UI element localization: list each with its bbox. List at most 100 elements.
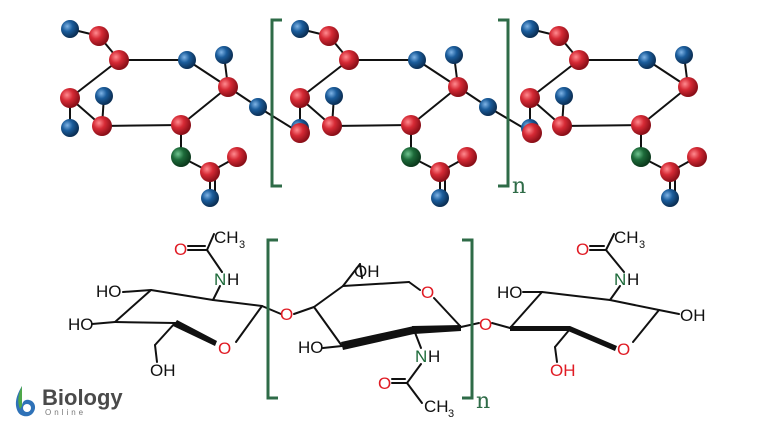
bond-lines <box>69 28 698 198</box>
carbon-atom <box>227 147 247 167</box>
bond <box>410 86 459 126</box>
carbon-atom <box>678 77 698 97</box>
oxygen-atom <box>61 119 79 137</box>
label-n-left: N <box>214 270 226 289</box>
oxygen-atom <box>521 20 539 38</box>
oxygen-atom <box>661 189 679 207</box>
label-n-middle: N <box>415 347 427 366</box>
repeat-bracket-right-bottom <box>462 238 474 400</box>
label-oh-right-bottom: OH <box>550 361 576 380</box>
carbon-atom <box>92 116 112 136</box>
oxygen-atom <box>178 51 196 69</box>
skeletal-formula <box>91 233 680 404</box>
carbon-atom <box>552 116 572 136</box>
nitrogen-atom <box>401 147 421 167</box>
carbon-atom <box>569 50 589 70</box>
oxygen-atom <box>249 98 267 116</box>
bond <box>180 86 229 126</box>
label-o-carbonyl-middle: O <box>378 374 391 393</box>
label-ch3-right: CH <box>614 228 639 247</box>
label-oh-right: OH <box>680 306 706 325</box>
label-ch3-sub-middle: 3 <box>448 408 454 420</box>
carbon-atom <box>520 88 540 108</box>
oxygen-atom <box>408 51 426 69</box>
logo-leaf-icon <box>15 386 36 417</box>
bond <box>561 124 642 127</box>
label-ho-left-bottom: HO <box>68 315 94 334</box>
oxygen-atom <box>479 98 497 116</box>
carbon-atom <box>522 123 542 143</box>
oxygen-atom <box>325 87 343 105</box>
oxygen-atom <box>638 51 656 69</box>
logo-wordmark: Biology <box>42 385 123 410</box>
bond <box>331 124 412 127</box>
carbon-atom <box>401 115 421 135</box>
label-oh-middle-top: OH <box>354 262 380 281</box>
label-o-ring-middle: O <box>421 283 434 302</box>
middle-glucosamine-ring <box>293 263 480 404</box>
carbon-atom <box>290 123 310 143</box>
carbon-atom <box>549 26 569 46</box>
label-o-ring-right: O <box>617 340 630 359</box>
carbon-atom <box>60 88 80 108</box>
nitrogen-atom <box>171 147 191 167</box>
label-h-middle: H <box>428 347 440 366</box>
bond <box>69 59 120 99</box>
carbon-atom <box>631 115 651 135</box>
nitrogen-atom <box>631 147 651 167</box>
label-ch3-sub-left: 3 <box>239 239 245 251</box>
carbon-atom <box>200 162 220 182</box>
repeat-count-top: n <box>512 174 526 199</box>
atoms <box>60 20 707 207</box>
bond <box>640 86 689 126</box>
repeat-count-bottom: n <box>476 389 490 414</box>
label-o-glycosidic-right: O <box>479 315 492 334</box>
label-ho-middle: HO <box>298 338 324 357</box>
right-glucosamine-ring <box>491 233 680 363</box>
carbon-atom <box>339 50 359 70</box>
repeat-bracket-right-top <box>498 18 510 188</box>
oxygen-atom <box>95 87 113 105</box>
label-h-left: H <box>227 270 239 289</box>
label-o-carbonyl-right: O <box>576 240 589 259</box>
bond <box>529 59 580 99</box>
label-ho-left-top: HO <box>96 282 122 301</box>
label-o-ring-left: O <box>218 339 231 358</box>
label-o-carbonyl-left: O <box>174 240 187 259</box>
label-oh-left-bottom: OH <box>150 361 176 380</box>
label-n-right: N <box>614 270 626 289</box>
carbon-atom <box>457 147 477 167</box>
carbon-atom <box>319 26 339 46</box>
label-ch3-left: CH <box>214 228 239 247</box>
oxygen-atom <box>291 20 309 38</box>
carbon-atom <box>448 77 468 97</box>
bond <box>101 124 182 127</box>
oxygen-atom <box>215 46 233 64</box>
biology-online-logo: Biology Online <box>10 384 130 424</box>
bond <box>299 59 350 99</box>
label-ch3-sub-right: 3 <box>639 239 645 251</box>
skeletal-labels: CH 3 O N H HO HO OH O O OH O HO N H O CH… <box>68 228 706 420</box>
logo-subtext: Online <box>45 408 87 417</box>
carbon-atom <box>290 88 310 108</box>
repeat-bracket-left-top <box>270 18 282 188</box>
carbon-atom <box>687 147 707 167</box>
carbon-atom <box>218 77 238 97</box>
oxygen-atom <box>445 46 463 64</box>
oxygen-atom <box>675 46 693 64</box>
oxygen-atom <box>431 189 449 207</box>
label-ho-right: HO <box>497 283 523 302</box>
label-ch3-middle: CH <box>424 397 449 416</box>
oxygen-atom <box>555 87 573 105</box>
carbon-atom <box>109 50 129 70</box>
oxygen-atom <box>61 20 79 38</box>
label-o-glycosidic-left: O <box>280 305 293 324</box>
label-h-right: H <box>627 270 639 289</box>
repeat-bracket-left-bottom <box>266 238 278 400</box>
carbon-atom <box>171 115 191 135</box>
oxygen-atom <box>201 189 219 207</box>
carbon-atom <box>322 116 342 136</box>
carbon-atom <box>430 162 450 182</box>
ball-and-stick-model <box>60 20 707 207</box>
